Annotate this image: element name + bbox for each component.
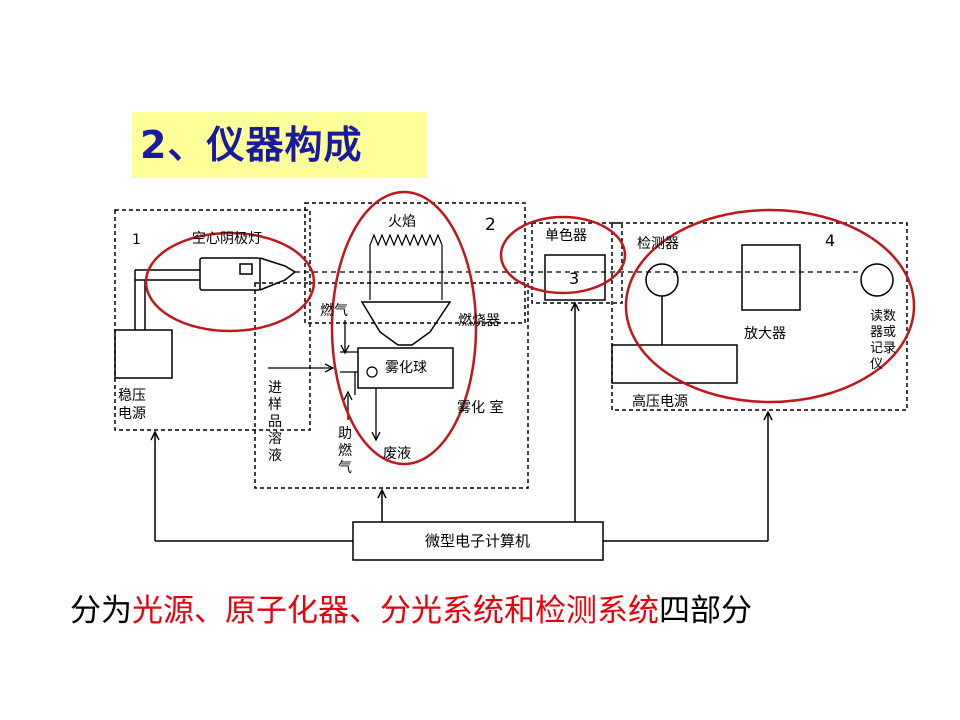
caption-sep-2: 、	[349, 593, 380, 629]
label-detector: 检测器	[637, 236, 679, 252]
atomizer-box	[254, 282, 529, 489]
label-readout-4: 仪	[870, 357, 883, 372]
label-monochromator: 单色器	[545, 227, 587, 244]
label-stabilized-power-1: 稳压	[118, 388, 146, 404]
label-readout-1: 读数	[870, 309, 896, 324]
atomizer-ellipse	[330, 190, 478, 466]
amplifier-box	[741, 244, 801, 311]
detector-element	[645, 263, 679, 297]
connection-lines	[150, 301, 773, 542]
monochromator-box	[531, 222, 623, 304]
label-stabilized-power-2: 电源	[118, 406, 146, 422]
page-title: 2、仪器构成	[140, 123, 363, 167]
flame-shape	[369, 233, 443, 300]
flame-box	[304, 202, 526, 324]
light-source-box	[114, 209, 311, 431]
burner-shape	[360, 301, 452, 346]
detection-box	[611, 222, 908, 411]
label-detection-number: 4	[825, 231, 835, 250]
detection-ellipse	[624, 208, 916, 404]
label-nebulizer-chamber: 雾化 室	[457, 399, 503, 416]
label-readout-3: 记录	[870, 341, 896, 356]
nebulizer-box	[357, 347, 454, 389]
vertical-labels: 进样品溶液 助燃气	[268, 380, 352, 476]
label-hollow-cathode-lamp: 空心阴极灯	[192, 231, 262, 247]
highlight-ellipses	[144, 190, 916, 466]
label-high-voltage: 高压电源	[632, 393, 688, 410]
high-voltage-box	[611, 344, 738, 384]
hollow-cathode-lamp	[134, 257, 297, 330]
label-amplifier: 放大器	[744, 326, 786, 342]
label-atomizer-number: 2	[485, 215, 496, 235]
summary-caption: 分为光源、原子化器、分光系统和检测系统四部分	[70, 588, 752, 634]
label-computer: 微型电子计算机	[425, 532, 530, 550]
label-waste: 废液	[383, 446, 411, 462]
stabilized-power-box	[114, 329, 173, 379]
monochromator-element	[544, 254, 606, 301]
caption-and: 和	[504, 593, 535, 629]
readout-element	[860, 263, 894, 297]
caption-sep-1: 、	[194, 593, 225, 629]
caption-suffix: 四部分	[659, 593, 752, 629]
source-ellipse	[144, 231, 316, 333]
label-source-number: 1	[132, 232, 141, 248]
caption-part-optics: 分光系统	[380, 593, 504, 629]
caption-part-detection: 检测系统	[535, 593, 659, 629]
caption-part-atomizer: 原子化器	[225, 593, 349, 629]
label-support-gas: 助燃气	[338, 426, 352, 476]
label-monochromator-number: 3	[569, 269, 579, 288]
caption-prefix: 分为	[70, 593, 132, 629]
label-flame: 火焰	[388, 214, 416, 230]
label-sample-in: 进样品溶液	[268, 380, 282, 464]
label-nebulizer: 雾化球	[385, 360, 427, 376]
label-readout-2: 器或	[870, 325, 896, 340]
caption-part-source: 光源	[132, 593, 194, 629]
label-burner: 燃烧器	[458, 312, 500, 329]
title-background	[132, 112, 427, 178]
monochromator-ellipse	[499, 215, 627, 295]
nebulizer-ball	[366, 366, 378, 378]
label-fuel-gas: 燃气	[320, 302, 348, 319]
